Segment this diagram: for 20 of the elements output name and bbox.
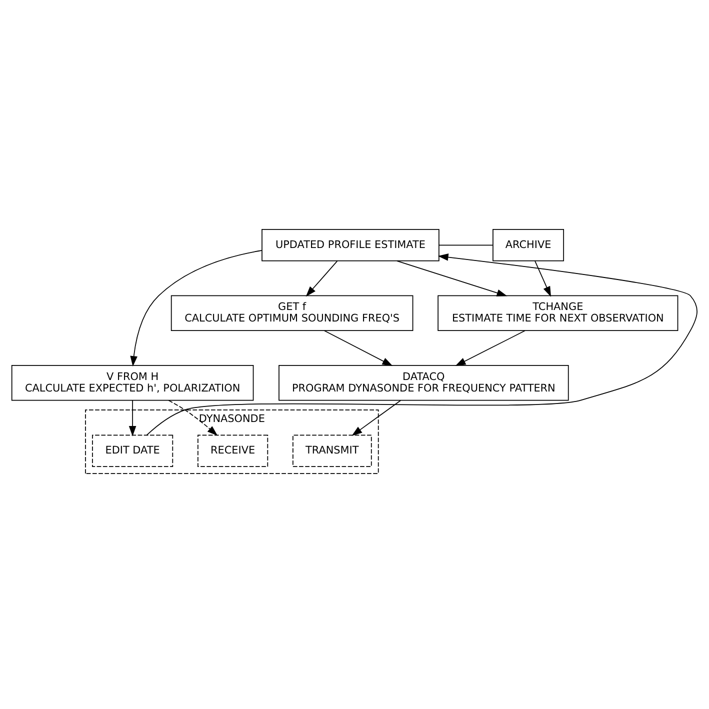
arrow xyxy=(534,260,552,296)
arrow xyxy=(128,400,136,436)
node-box: EDIT DATE xyxy=(92,434,174,466)
arrow xyxy=(130,249,262,366)
node-box: TRANSMIT xyxy=(292,434,372,466)
arrow xyxy=(306,260,338,296)
arrow xyxy=(168,399,218,436)
node-box: TCHANGE ESTIMATE TIME FOR NEXT OBSERVATION xyxy=(438,294,678,331)
arrow xyxy=(396,260,508,296)
arrow xyxy=(352,400,402,436)
arrow xyxy=(455,330,526,366)
node-box: RECEIVE xyxy=(198,434,268,466)
node-box: GET f CALCULATE OPTIMUM SOUNDING FREQ'S xyxy=(170,294,414,331)
node-box: ARCHIVE xyxy=(492,228,564,261)
node-box: DATACQ PROGRAM DYNASONDE FOR FREQUENCY PATTERN xyxy=(278,364,569,400)
connector xyxy=(438,244,494,246)
node-box: V FROM H CALCULATE EXPECTED h', POLARIZATION xyxy=(11,364,254,400)
arrow xyxy=(324,330,393,366)
arrow xyxy=(146,253,698,435)
node-box: UPDATED PROFILE ESTIMATE xyxy=(262,228,440,261)
